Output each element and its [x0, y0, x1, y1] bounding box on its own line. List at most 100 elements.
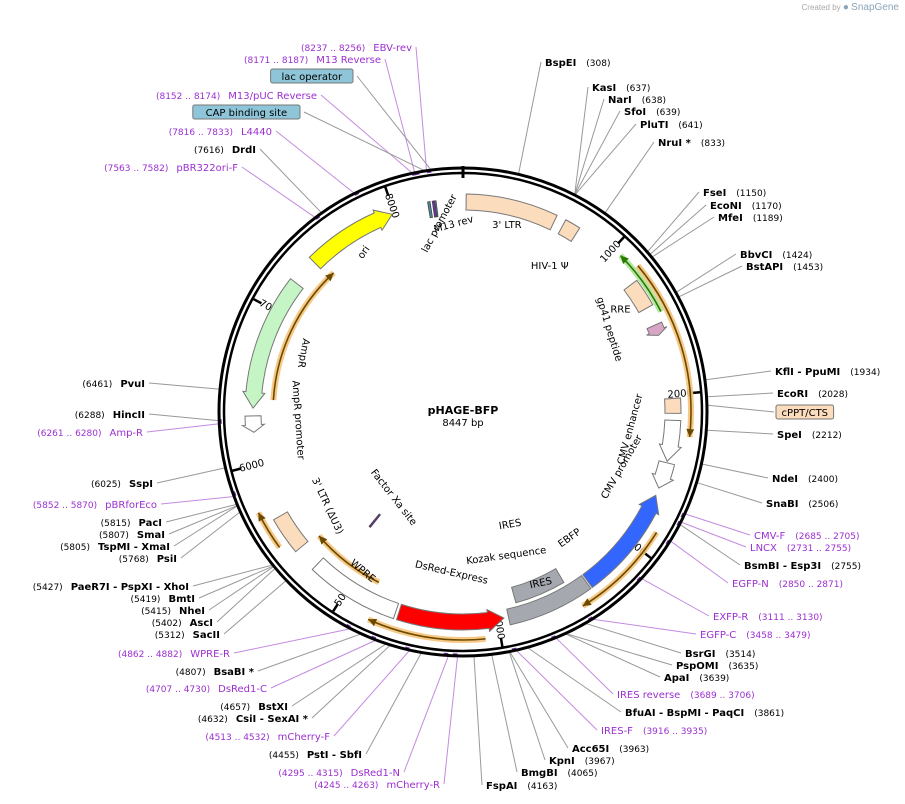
site-label-apai[interactable]: ApaI(3639) — [664, 673, 729, 684]
site-label-cppt-cts[interactable]: cPPT/CTS — [775, 404, 835, 420]
site-label-bmgbi[interactable]: BmgBI(4065) — [521, 768, 597, 779]
label-name: NruI * — [658, 138, 692, 149]
feature-ori[interactable] — [308, 209, 394, 270]
feature-ires[interactable] — [510, 567, 565, 604]
site-label-sfoi[interactable]: SfoI(639) — [624, 107, 680, 118]
feature-gp41-peptide[interactable] — [646, 321, 668, 336]
leader-line — [168, 505, 237, 535]
leader-line — [356, 75, 431, 170]
site-label-tspmi-xmai[interactable]: TspMI - XmaI(5805) — [60, 542, 170, 553]
feature-3-ltr[interactable] — [465, 193, 558, 231]
feature-ebfp[interactable] — [582, 494, 660, 589]
label-position: (4657) — [220, 703, 250, 713]
site-label-nhei[interactable]: NheI(5415) — [141, 606, 205, 617]
label-position: (2731 .. 2755) — [787, 544, 851, 554]
mark-factor-xa-site[interactable] — [368, 513, 381, 529]
site-label-dsred1-n[interactable]: DsRed1-N(4295 .. 4315) — [278, 768, 400, 779]
site-label-paci[interactable]: PacI(5815) — [101, 518, 162, 529]
site-label-bsabi[interactable]: BsaBI *(4807) — [176, 667, 255, 678]
site-label-kasi[interactable]: KasI(637) — [592, 83, 650, 94]
site-label-sspi[interactable]: SspI(6025) — [91, 479, 153, 490]
label-position: (4163) — [527, 782, 557, 792]
site-label-ires-reverse[interactable]: IRES reverse(3689 .. 3706) — [617, 690, 755, 701]
site-label-drdi[interactable]: DrdI(7616) — [194, 145, 256, 156]
feature-3-ltr-u3[interactable] — [272, 511, 309, 553]
label-name: FseI — [703, 188, 726, 199]
site-label-cmv-f[interactable]: CMV-F(2685 .. 2705) — [754, 531, 860, 542]
site-label-ebv-rev[interactable]: EBV-rev(8237 .. 8256) — [301, 43, 412, 54]
site-label-ires-f[interactable]: IRES-F(3916 .. 3935) — [601, 726, 707, 737]
site-label-acc65i[interactable]: Acc65I(3963) — [572, 744, 649, 755]
site-label-hincii[interactable]: HincII(6288) — [75, 410, 145, 421]
feature-ampr-promoter[interactable] — [240, 415, 266, 433]
site-label-kpni[interactable]: KpnI(3967) — [549, 756, 615, 767]
site-label-pbr322ori-f[interactable]: pBR322ori-F(7563 .. 7582) — [104, 163, 238, 174]
site-label-mcherry-r[interactable]: mCherry-R(4245 .. 4263) — [314, 780, 440, 791]
leader-line — [697, 482, 763, 504]
site-label-wpre-r[interactable]: WPRE-R(4862 .. 4882) — [118, 649, 230, 660]
site-label-csii-sexai[interactable]: CsiI - SexAI *(4632) — [198, 714, 309, 725]
feature-dsred-express[interactable] — [395, 603, 505, 633]
site-label-pbrforeco[interactable]: pBRforEco(5852 .. 5870) — [33, 500, 157, 511]
feature-ampr[interactable] — [242, 277, 304, 410]
label-name: SacII — [193, 630, 220, 641]
feature-wpre[interactable] — [311, 557, 400, 620]
site-label-bbvci[interactable]: BbvCI(1424) — [740, 250, 812, 261]
label-position: (1150) — [736, 189, 766, 199]
site-label-paer7i-pspxi-xhoi[interactable]: PaeR7I - PspXI - XhoI(5427) — [33, 582, 189, 593]
label-position: (6461) — [82, 380, 112, 390]
leader-line — [146, 423, 219, 433]
site-label-psti-sbfi[interactable]: PstI - SbfI(4455) — [269, 750, 362, 761]
site-label-bmti[interactable]: BmtI(5419) — [131, 594, 195, 605]
leader-line — [702, 463, 769, 479]
site-label-snabi[interactable]: SnaBI(2506) — [766, 499, 838, 510]
site-label-l4440[interactable]: L4440(7816 .. 7833) — [169, 127, 272, 138]
feature-cmv-enhancer[interactable] — [658, 419, 683, 463]
site-label-mcherry-f[interactable]: mCherry-F(4513 .. 4532) — [205, 732, 330, 743]
site-label-nari[interactable]: NarI(638) — [608, 95, 666, 106]
site-label-bsrgi[interactable]: BsrGI(3514) — [685, 649, 755, 660]
site-label-mfei[interactable]: MfeI(1189) — [718, 213, 783, 224]
site-label-kfli-ppumi[interactable]: KflI - PpuMI(1934) — [775, 367, 880, 378]
site-label-cap-binding-site[interactable]: CAP binding site — [192, 104, 301, 120]
label-position: (5768) — [119, 555, 149, 565]
site-label-exfp-r[interactable]: EXFP-R(3111 .. 3130) — [713, 612, 823, 623]
site-label-bfuai-bspmi-paqci[interactable]: BfuAI - BspMI - PaqCI(3861) — [625, 708, 784, 719]
site-label-pvui[interactable]: PvuI(6461) — [82, 379, 145, 390]
site-label-egfp-c[interactable]: EGFP-C(3458 .. 3479) — [700, 630, 811, 641]
site-label-econi[interactable]: EcoNI(1170) — [710, 201, 782, 212]
site-label-pluti[interactable]: PluTI(641) — [640, 120, 703, 131]
label-position: (5312) — [155, 631, 185, 641]
site-label-lncx[interactable]: LNCX(2731 .. 2755) — [750, 543, 851, 554]
site-label-sacii[interactable]: SacII (5312) — [155, 630, 220, 641]
site-label-m13-reverse[interactable]: M13 Reverse(8171 .. 8187) — [244, 55, 381, 66]
site-label-fspai[interactable]: FspAI(4163) — [486, 781, 557, 792]
site-label-ecori[interactable]: EcoRI(2028) — [777, 389, 848, 400]
site-label-psii[interactable]: PsiI(5768) — [119, 554, 177, 565]
label-name: SpeI — [777, 430, 802, 441]
mark-cap-binding-site[interactable] — [427, 201, 433, 219]
site-label-bspei[interactable]: BspEI(308) — [545, 58, 611, 69]
feature-cmv-promoter[interactable] — [651, 460, 676, 489]
leader-line — [148, 413, 219, 422]
site-label-bsmbi-esp3i[interactable]: BsmBI - Esp3I(2755) — [744, 561, 861, 572]
site-label-ndei[interactable]: NdeI(2400) — [772, 474, 838, 485]
site-label-asci[interactable]: AscI(5402) — [152, 618, 213, 629]
site-label-bstxi[interactable]: BstXI(4657) — [220, 702, 288, 713]
feature-rre[interactable] — [623, 279, 654, 314]
site-label-m13-puc-reverse[interactable]: M13/pUC Reverse(8152 .. 8174) — [156, 91, 317, 102]
site-label-spei[interactable]: SpeI(2212) — [777, 430, 842, 441]
site-label-amp-r[interactable]: Amp-R(6261 .. 6280) — [37, 428, 143, 439]
mark-m13-puc-reverse[interactable] — [431, 200, 438, 218]
site-label-fsei[interactable]: FseI (1150) — [703, 188, 766, 199]
feature-hiv-1[interactable] — [557, 219, 581, 243]
site-label-egfp-n[interactable]: EGFP-N(2850 .. 2871) — [732, 579, 843, 590]
site-label-pspomi[interactable]: PspOMI(3635) — [676, 661, 758, 672]
site-label-nrui[interactable]: NruI *(833) — [658, 138, 725, 149]
site-label-lac-operator[interactable]: lac operator — [270, 68, 354, 84]
site-label-smai[interactable]: SmaI(5807) — [99, 530, 165, 541]
site-label-bstapi[interactable]: BstAPI(1453) — [746, 262, 823, 273]
feature-cppt-cts[interactable] — [664, 397, 682, 414]
feature-ires[interactable] — [506, 574, 592, 626]
site-label-dsred1-c[interactable]: DsRed1-C(4707 .. 4730) — [146, 684, 267, 695]
